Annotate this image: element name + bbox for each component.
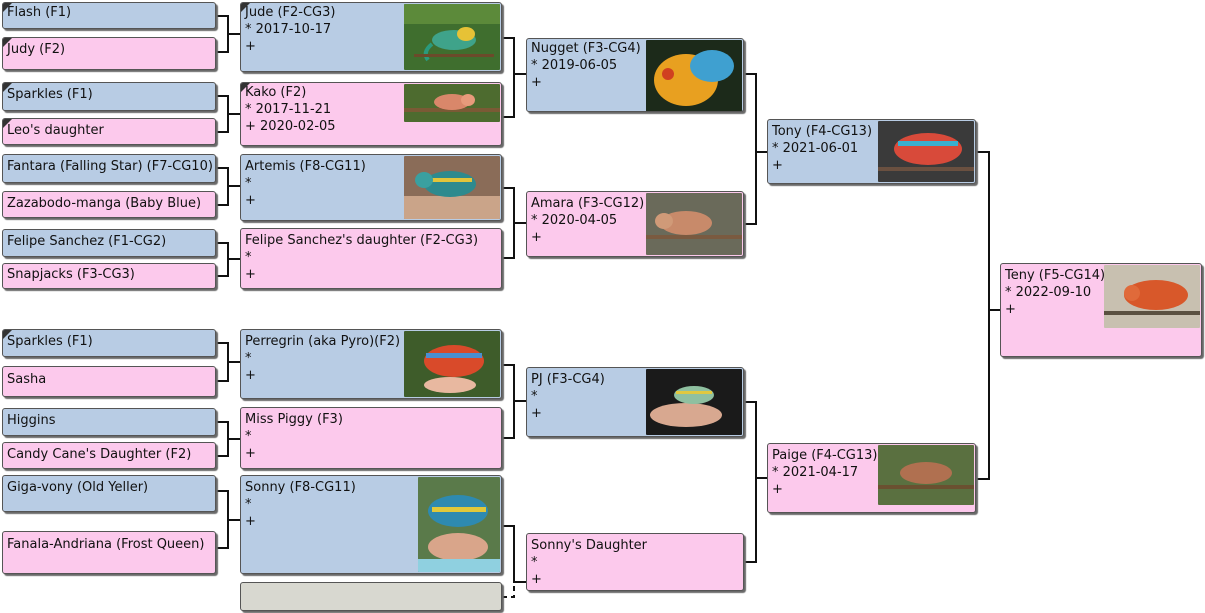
- person-card-artemis[interactable]: Artemis (F8-CG11) * +: [240, 154, 502, 221]
- connector: [744, 401, 767, 563]
- connector: [216, 342, 240, 382]
- connector: [216, 490, 240, 549]
- corner-marker-icon: [3, 83, 12, 92]
- person-card-perregrin[interactable]: Perregrin (aka Pyro)(F2) * +: [240, 329, 502, 399]
- person-card-higgins[interactable]: Higgins: [2, 408, 216, 436]
- empty-ancestor-slot[interactable]: [240, 582, 502, 611]
- person-card-sparkles-2[interactable]: Sparkles (F1): [2, 329, 216, 357]
- connector: [216, 95, 240, 133]
- corner-marker-icon: [3, 330, 12, 339]
- person-card-jude[interactable]: Jude (F2-CG3) * 2017-10-17 +: [240, 2, 502, 72]
- corner-marker-icon: [3, 119, 12, 128]
- chameleon-photo: [646, 369, 742, 435]
- corner-marker-icon: [241, 3, 250, 12]
- chameleon-photo: [646, 40, 742, 111]
- person-card-candy-canes-daughter[interactable]: Candy Cane's Daughter (F2): [2, 442, 216, 469]
- person-card-judy[interactable]: Judy (F2): [2, 37, 216, 70]
- connector: [216, 421, 240, 457]
- person-card-sasha[interactable]: Sasha: [2, 366, 216, 397]
- chameleon-photo: [878, 121, 974, 182]
- connector: [502, 584, 515, 598]
- person-card-pj[interactable]: PJ (F3-CG4) * +: [526, 367, 744, 437]
- connector: [216, 242, 240, 277]
- connector: [502, 37, 526, 118]
- chameleon-photo: [878, 445, 974, 505]
- corner-marker-icon: [3, 3, 12, 12]
- person-card-tony[interactable]: Tony (F4-CG13) * 2021-06-01 +: [767, 119, 976, 184]
- person-card-leos-daughter[interactable]: Leo's daughter: [2, 118, 216, 145]
- person-card-fantara[interactable]: Fantara (Falling Star) (F7-CG10): [2, 154, 216, 183]
- person-card-flash[interactable]: Flash (F1): [2, 2, 216, 29]
- chameleon-photo: [646, 193, 742, 255]
- person-card-sparkles[interactable]: Sparkles (F1): [2, 82, 216, 111]
- person-card-paige[interactable]: Paige (F4-CG13) * 2021-04-17 +: [767, 443, 976, 513]
- connector: [744, 73, 767, 225]
- person-card-felipe-sanchezs-daughter[interactable]: Felipe Sanchez's daughter (F2-CG3) * +: [240, 228, 502, 289]
- person-card-nugget[interactable]: Nugget (F3-CG4) * 2019-06-05 +: [526, 38, 744, 112]
- person-card-felipe-sanchez[interactable]: Felipe Sanchez (F1-CG2): [2, 229, 216, 257]
- corner-marker-icon: [3, 38, 12, 47]
- corner-marker-icon: [241, 83, 250, 92]
- person-card-snapjacks[interactable]: Snapjacks (F3-CG3): [2, 263, 216, 289]
- person-card-teny[interactable]: Teny (F5-CG14) * 2022-09-10 +: [1000, 263, 1202, 357]
- person-card-miss-piggy[interactable]: Miss Piggy (F3) * +: [240, 407, 502, 469]
- person-card-giga-vony[interactable]: Giga-vony (Old Yeller): [2, 475, 216, 512]
- connector: [976, 151, 1000, 480]
- person-card-sonnys-daughter[interactable]: Sonny's Daughter * +: [526, 533, 744, 591]
- connector: [502, 364, 526, 439]
- chameleon-photo: [404, 84, 500, 122]
- connector: [216, 15, 240, 53]
- chameleon-photo: [404, 4, 500, 70]
- person-card-zazabodo-manga[interactable]: Zazabodo-manga (Baby Blue): [2, 191, 216, 218]
- connector: [502, 187, 526, 259]
- person-card-kako[interactable]: Kako (F2) * 2017-11-21 + 2020-02-05: [240, 82, 502, 146]
- chameleon-photo: [404, 331, 500, 397]
- connector: [216, 167, 240, 206]
- person-card-fanala-andriana[interactable]: Fanala-Andriana (Frost Queen): [2, 531, 216, 574]
- chameleon-photo: [1104, 265, 1200, 328]
- chameleon-photo: [418, 477, 500, 572]
- connector: [502, 525, 526, 583]
- chameleon-photo: [404, 156, 500, 219]
- person-card-amara[interactable]: Amara (F3-CG12) * 2020-04-05 +: [526, 191, 744, 257]
- person-card-sonny[interactable]: Sonny (F8-CG11) * +: [240, 475, 502, 574]
